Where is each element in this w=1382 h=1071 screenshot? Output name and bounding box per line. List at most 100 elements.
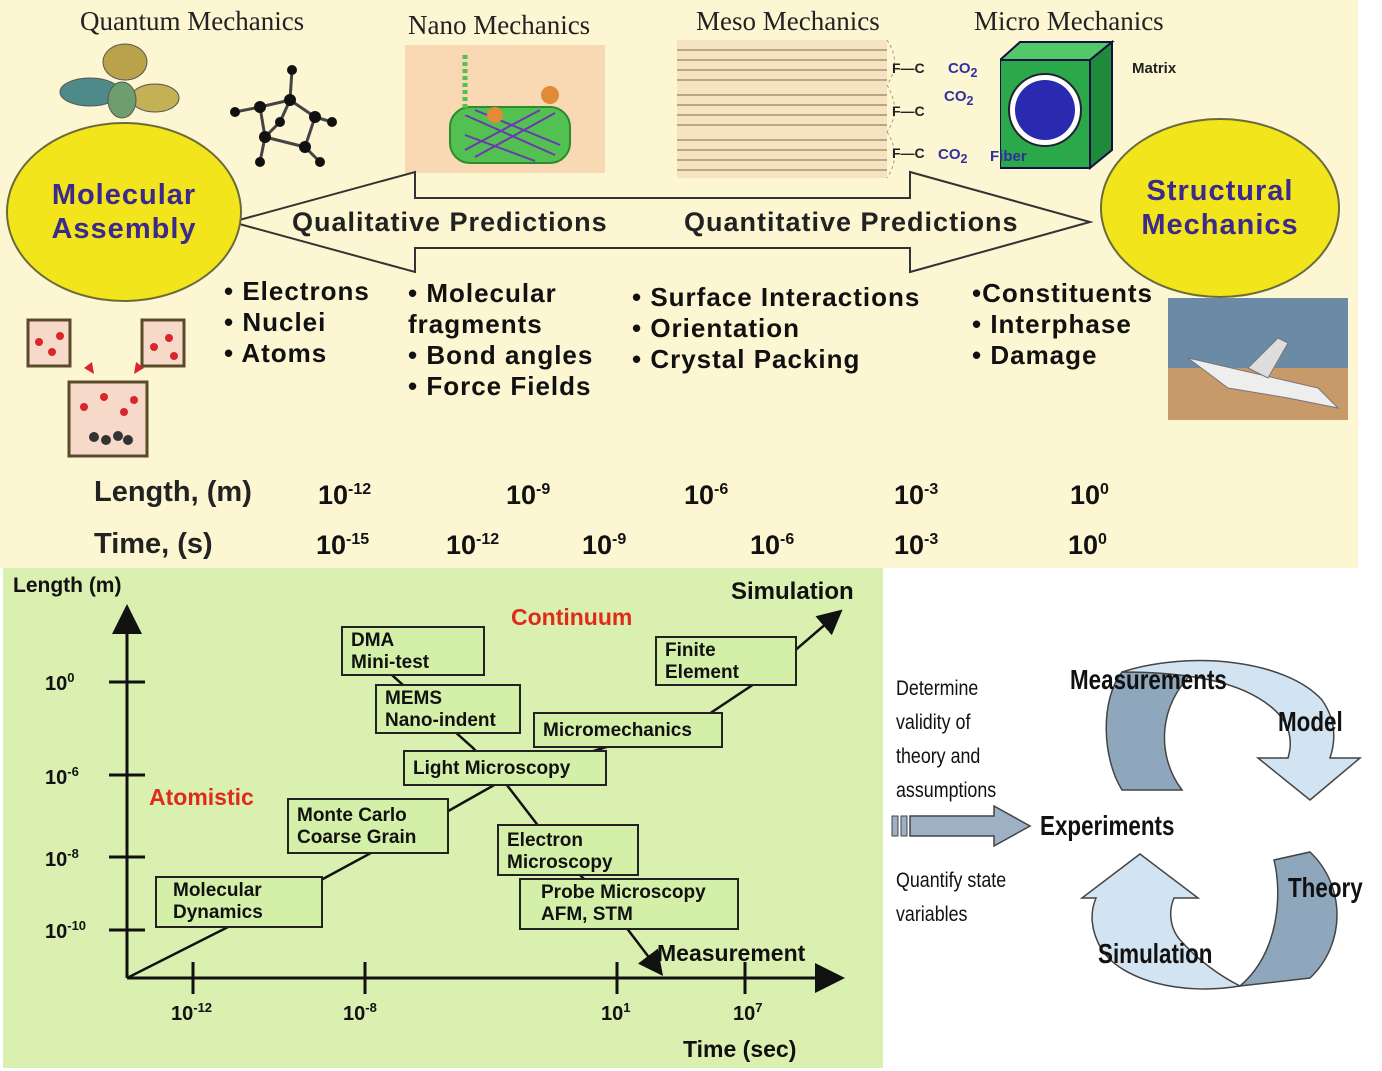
matrix-label: Matrix	[1132, 60, 1177, 77]
monte-carlo-box: Monte Carlo Coarse Grain	[287, 798, 449, 854]
ellipse-line: Assembly	[51, 213, 197, 245]
beakers-illustration	[26, 318, 186, 458]
box-line: Monte Carlo	[297, 805, 407, 826]
tick-exponent: 0	[67, 670, 75, 685]
bullet-item: fragments	[408, 309, 543, 339]
validity-note: Determine validity of theory and assumpt…	[896, 672, 996, 808]
power-exponent: 0	[1100, 481, 1109, 498]
bullet-item: • Surface Interactions	[632, 282, 921, 312]
tick-exponent: -6	[67, 764, 79, 779]
tick-exponent: -12	[193, 1000, 213, 1015]
bullet-item: • Damage	[972, 340, 1098, 370]
time-power: 10-15	[316, 530, 369, 561]
power-base: 10	[894, 480, 925, 510]
box-line: Microscopy	[507, 852, 613, 873]
box-line: Mini-test	[351, 652, 430, 673]
box-line: DMA	[351, 630, 395, 651]
tick-base: 10	[343, 1003, 366, 1025]
box-line: Micromechanics	[543, 720, 692, 741]
svg-text:F—C: F—C	[892, 103, 925, 119]
x-tick-label: 107	[733, 1000, 762, 1026]
x-axis-label: Time (sec)	[683, 1036, 797, 1062]
svg-text:F—C: F—C	[892, 60, 925, 76]
co2-label: CO	[944, 88, 967, 105]
x-tick-label: 10-8	[343, 1000, 377, 1026]
bullet-item: • Crystal Packing	[632, 344, 861, 374]
power-base: 10	[894, 530, 925, 560]
structural-mechanics-ellipse: Structural Mechanics	[1100, 118, 1340, 298]
power-exponent: -9	[536, 481, 551, 498]
box-line: Light Microscopy	[413, 758, 571, 779]
box-line: MEMS	[385, 688, 442, 709]
box-line: Dynamics	[173, 902, 263, 923]
qualitative-predictions-label: Qualitative Predictions	[292, 207, 608, 237]
length-power: 10-12	[318, 480, 371, 511]
box-line: Probe Microscopy	[541, 882, 706, 903]
ellipse-line: Molecular	[51, 179, 197, 211]
tick-exponent: -8	[67, 846, 79, 861]
power-exponent: -6	[780, 531, 795, 548]
length-scale-label: Length, (m)	[94, 476, 252, 508]
power-base: 10	[446, 530, 477, 560]
y-tick-label: 10-8	[45, 846, 79, 872]
power-base: 10	[318, 480, 349, 510]
bullet-item: • Orientation	[632, 313, 800, 343]
meso-mechanics-title: Meso Mechanics	[696, 6, 880, 36]
power-exponent: -3	[924, 481, 939, 498]
bullet-item: • Nuclei	[224, 307, 327, 337]
svg-text:F—C: F—C	[892, 145, 925, 161]
bullet-item: • Molecular	[408, 278, 557, 308]
power-exponent: -3	[924, 531, 939, 548]
tick-base: 10	[171, 1003, 194, 1025]
box-line: Electron	[507, 830, 584, 851]
note-line: Quantify state	[896, 869, 1007, 892]
time-power: 10-12	[446, 530, 499, 561]
co2-label: CO	[938, 146, 961, 163]
tick-exponent: -10	[67, 918, 87, 933]
power-exponent: -9	[612, 531, 627, 548]
power-exponent: -15	[346, 531, 370, 548]
quantify-note: Quantify state variables	[896, 864, 1006, 932]
note-line: Determine	[896, 677, 979, 700]
finite-element-box: Finite Element	[655, 636, 797, 686]
fiber-label: Fiber	[990, 148, 1027, 165]
co2-subscript: 2	[966, 94, 974, 108]
note-line: assumptions	[896, 779, 997, 802]
box-line: Nano-indent	[385, 710, 496, 731]
note-line: variables	[896, 903, 968, 926]
atomistic-region-label: Atomistic	[149, 784, 254, 810]
length-power: 100	[1070, 480, 1109, 511]
bullet-item: • Atoms	[224, 338, 328, 368]
orbital-illustration	[59, 43, 180, 119]
fiber-matrix-cube	[1000, 40, 1115, 170]
model-label: Model	[1278, 706, 1343, 737]
time-power: 10-6	[750, 530, 794, 561]
time-power: 10-9	[582, 530, 626, 561]
y-axis-label: Length (m)	[13, 574, 122, 597]
time-power: 100	[1068, 530, 1107, 561]
molecular-dynamics-box: Molecular Dynamics	[155, 876, 323, 928]
tick-base: 10	[733, 1003, 756, 1025]
laminate-illustration: F—C F—C F—C	[677, 40, 925, 179]
y-tick-label: 10-10	[45, 918, 86, 944]
co2-subscript: 2	[970, 66, 978, 80]
multiscale-overview-panel: Quantum Mechanics Nano Mechanics Meso Me…	[0, 0, 1358, 568]
electron-microscopy-box: Electron Microscopy	[497, 824, 639, 876]
length-power: 10-3	[894, 480, 938, 511]
nano-mechanics-title: Nano Mechanics	[408, 10, 591, 40]
bullet-item: • Bond angles	[408, 340, 594, 370]
time-power: 10-3	[894, 530, 938, 561]
box-line: AFM, STM	[541, 904, 633, 925]
power-exponent: 0	[1098, 531, 1107, 548]
research-cycle-arrows	[891, 659, 1363, 990]
molecule-illustration	[230, 65, 337, 167]
simulation-label: Simulation	[1098, 938, 1213, 969]
tick-base: 10	[601, 1003, 624, 1025]
note-line: validity of	[896, 711, 971, 734]
power-exponent: -6	[714, 481, 729, 498]
length-time-chart-panel: Length (m) Time (sec) 100 10-6 10-8 10-1…	[3, 568, 883, 1068]
power-base: 10	[684, 480, 715, 510]
co2-subscript: 2	[960, 152, 968, 166]
length-power: 10-9	[506, 480, 550, 511]
box-line: Finite	[665, 640, 716, 661]
